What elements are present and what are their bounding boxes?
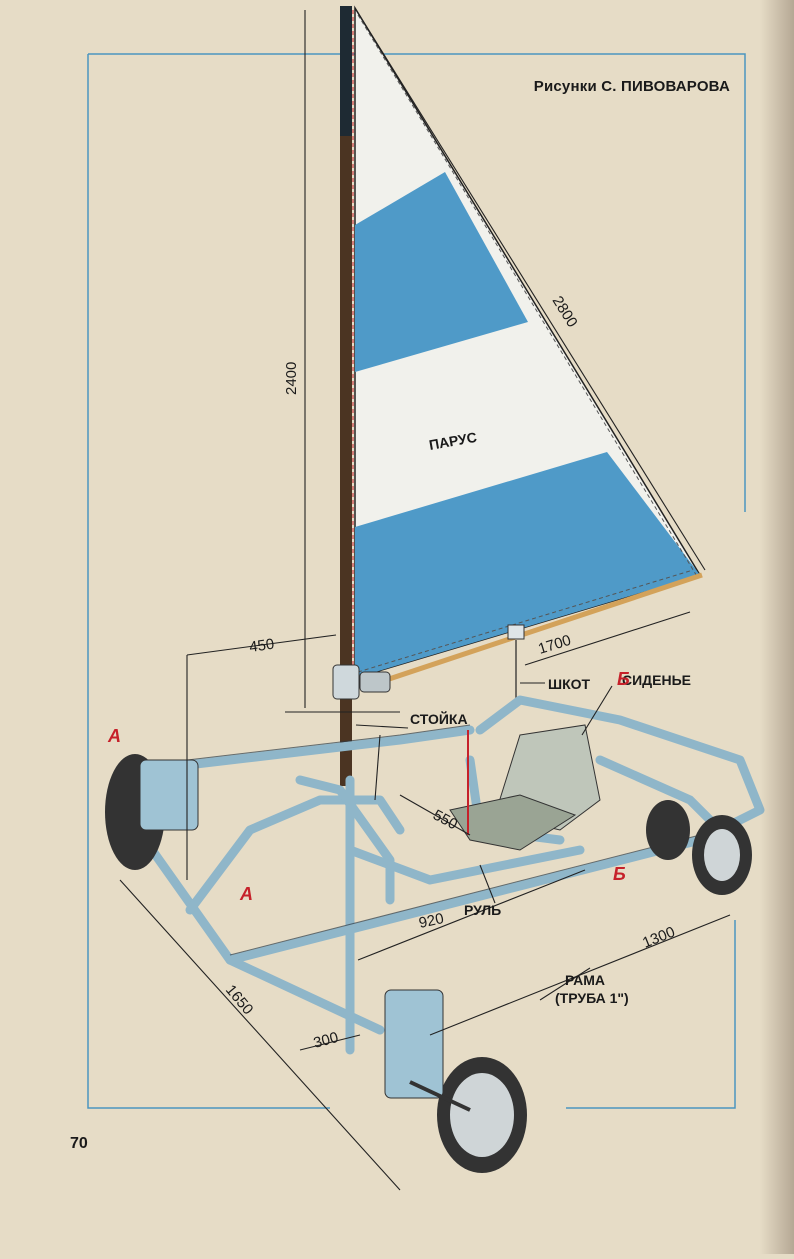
frame-outline — [144, 724, 701, 956]
dim-mast-offset: 450 — [248, 636, 275, 656]
wheel-left — [105, 754, 199, 870]
rudder-label: РУЛЬ — [464, 902, 501, 918]
illustration-credit: Рисунки С. ПИВОВАРОВА — [533, 78, 730, 95]
page-gutter-shadow — [760, 0, 794, 1254]
seat — [449, 724, 601, 851]
wheel-front — [384, 989, 527, 1173]
boom — [359, 572, 703, 700]
page-number: 70 — [70, 1135, 88, 1152]
mast-step-label: СТОЙКА — [410, 710, 468, 727]
dim-nose-width: 300 — [312, 1029, 341, 1052]
dim-sail-leech: 2800 — [549, 293, 581, 330]
sail-blue-stripe-upper — [355, 172, 528, 372]
mast — [332, 6, 360, 786]
dim-front-length: 1300 — [640, 923, 677, 951]
dim-mast-height: 2400 — [283, 362, 300, 395]
section-mark-b-top: Б — [617, 669, 630, 689]
dim-frame-inner: 920 — [417, 910, 445, 932]
wheel-right — [646, 800, 752, 895]
page-frame-lines — [87, 53, 746, 1109]
sail-blue-stripe-lower — [355, 452, 700, 678]
dim-boom-length: 1700 — [536, 632, 573, 658]
seat-label: СИДЕНЬЕ — [622, 672, 691, 688]
frame-label-line1: РАМА — [565, 972, 605, 988]
section-mark-a-top: А — [107, 726, 121, 746]
sail: ПАРУС — [354, 5, 702, 680]
dim-side-length: 1650 — [222, 982, 256, 1018]
section-mark-b-bottom: Б — [613, 864, 626, 884]
frame-label-line2: (ТРУБА 1") — [555, 990, 629, 1006]
section-mark-a-bottom: А — [239, 884, 253, 904]
frame — [140, 695, 765, 1055]
sheet-label: ШКОТ — [548, 676, 591, 692]
dimension-lines — [119, 7, 731, 1191]
